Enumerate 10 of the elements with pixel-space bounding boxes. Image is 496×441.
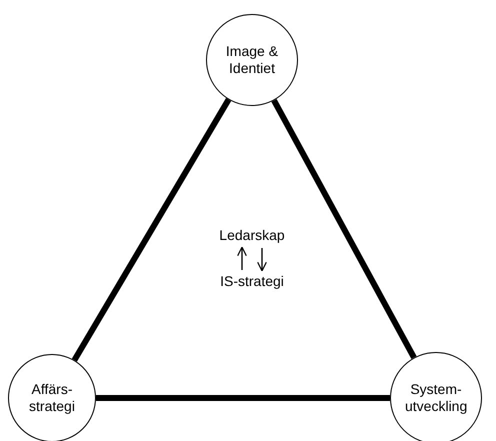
text-label: Ledarskap — [219, 227, 285, 245]
text-label: IS-strategi — [220, 273, 284, 291]
node-label: System- utveckling — [405, 380, 467, 416]
node-label: Affärs- strategi — [28, 380, 76, 416]
node-label: Image & Identiet — [224, 42, 280, 78]
arrow — [256, 248, 268, 272]
connector-line — [96, 395, 390, 401]
connector-line — [271, 98, 417, 360]
arrow — [236, 246, 248, 270]
connector-line — [72, 98, 232, 362]
